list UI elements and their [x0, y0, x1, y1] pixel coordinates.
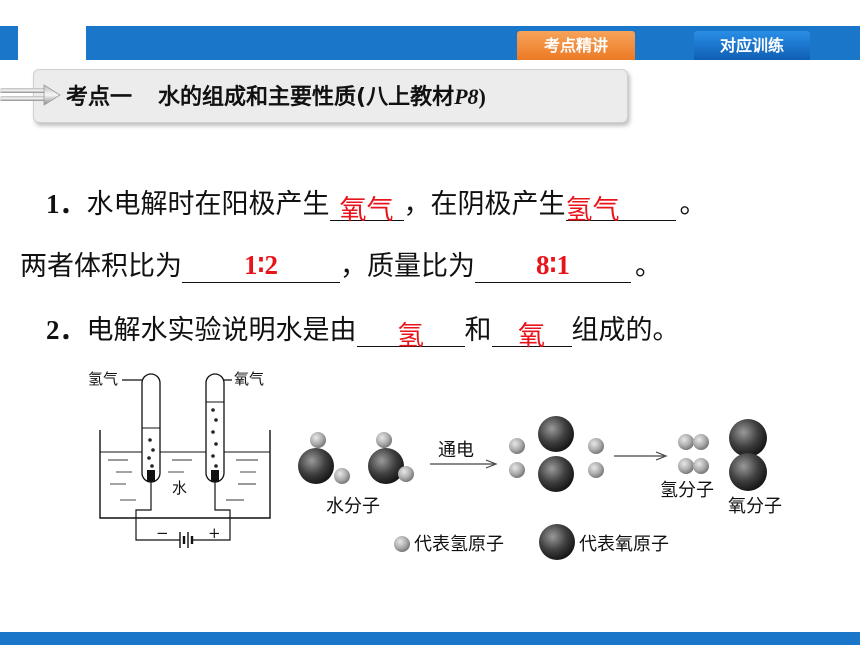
q1-answer-volume-ratio: 1∶2 [243, 250, 279, 280]
water-oxygen-atom [298, 448, 334, 484]
header-bar: 考点精讲 对应训练 [0, 26, 860, 60]
q1-text-4: 两者体积比为 [20, 251, 182, 282]
question-1-line-2: 两者体积比为 1∶2 ，质量比为 8∶1 。 [20, 244, 662, 283]
label-oxygen-molecule: 氧分子 [728, 496, 782, 517]
question-2-number: 2． [46, 315, 87, 345]
legend-hydrogen-label: 代表氢原子 [414, 534, 504, 555]
tab-key-points[interactable]: 考点精讲 [517, 31, 635, 60]
q1-answer-mass-ratio: 8∶1 [535, 250, 571, 280]
water-hydrogen-atom [398, 466, 414, 482]
header-left-block [0, 26, 18, 60]
free-hydrogen-atom [509, 438, 525, 454]
battery-plus: + [208, 524, 221, 542]
oxygen-molecule-atom [729, 419, 767, 457]
q2-text-3: 组成的。 [571, 315, 680, 346]
question-1-number: 1． [46, 189, 87, 219]
water-hydrogen-atom [310, 432, 326, 448]
section-heading: 考点一水的组成和主要性质(八上教材P8) [66, 79, 486, 111]
q1-text-6: 。 [635, 251, 662, 282]
electrolysis-figure: 氢气 氧气 水 − + [88, 370, 782, 560]
free-hydrogen-atom [588, 462, 604, 478]
q1-blank-mass-ratio: 8∶1 [475, 250, 631, 283]
q1-text-2: ，在阴极产生 [403, 189, 566, 220]
water-hydrogen-atom [334, 468, 350, 484]
footer-bar [0, 632, 860, 645]
q1-answer-cathode: 氢气 [565, 195, 620, 226]
q1-text-5: ，质量比为 [340, 251, 475, 282]
q1-text-3: 。 [679, 189, 707, 220]
q1-blank-volume-ratio: 1∶2 [182, 250, 340, 283]
hydrogen-molecule-atom [678, 434, 694, 450]
q2-blank-oxygen: 氧 [491, 314, 572, 352]
label-water: 水 [172, 479, 187, 497]
q2-blank-hydrogen: 氢 [356, 314, 465, 352]
label-water-molecule: 水分子 [326, 496, 380, 517]
heading-prefix: 考点一 [66, 85, 133, 110]
arrow-decoration-icon [0, 84, 61, 106]
q2-answer-oxygen: 氧 [518, 321, 545, 352]
heading-title: 水的组成和主要性质(八上教材 [158, 85, 455, 110]
hydrogen-molecule-atom [693, 458, 709, 474]
battery-minus: − [156, 524, 169, 542]
q2-answer-hydrogen: 氢 [397, 321, 424, 352]
section-heading-box [33, 69, 628, 123]
free-hydrogen-atom [588, 438, 604, 454]
molecule-diagram: 水分子 通电 氢分子 氧分子 代表氢原子 代表氧原子 [298, 416, 782, 560]
label-hydrogen-gas: 氢气 [88, 370, 118, 388]
water-oxygen-atom [368, 448, 404, 484]
heading-close: ) [478, 84, 486, 109]
q1-blank-cathode: 氢气 [565, 188, 676, 226]
legend-oxygen-icon [539, 524, 575, 560]
label-electrify: 通电 [438, 440, 474, 461]
water-hydrogen-atom [376, 432, 392, 448]
free-oxygen-atom [538, 456, 574, 492]
q1-text-1: 水电解时在阳极产生 [86, 189, 330, 220]
heading-page-ref: P8 [454, 84, 479, 109]
tab-exercises[interactable]: 对应训练 [694, 31, 810, 60]
label-hydrogen-molecule: 氢分子 [660, 480, 714, 501]
hydrogen-molecule-atom [678, 458, 694, 474]
free-hydrogen-atom [509, 462, 525, 478]
question-2-line: 2．电解水实验说明水是由 氢 和氧组成的。 [46, 308, 680, 352]
legend-hydrogen-icon [394, 536, 410, 552]
q2-text-1: 电解水实验说明水是由 [86, 315, 357, 346]
q1-blank-anode: 氧气 [329, 188, 404, 226]
q1-answer-anode: 氧气 [339, 195, 394, 226]
legend-oxygen-label: 代表氧原子 [579, 534, 669, 555]
free-oxygen-atom [538, 416, 574, 452]
oxygen-molecule-atom [729, 453, 767, 491]
q2-text-2: 和 [464, 315, 492, 346]
electrolysis-apparatus: 氢气 氧气 水 − + [88, 370, 271, 548]
hydrogen-molecule-atom [693, 434, 709, 450]
label-oxygen-gas: 氧气 [234, 370, 264, 388]
question-1-line-1: 1．水电解时在阳极产生氧气 ，在阴极产生氢气 。 [46, 182, 707, 226]
